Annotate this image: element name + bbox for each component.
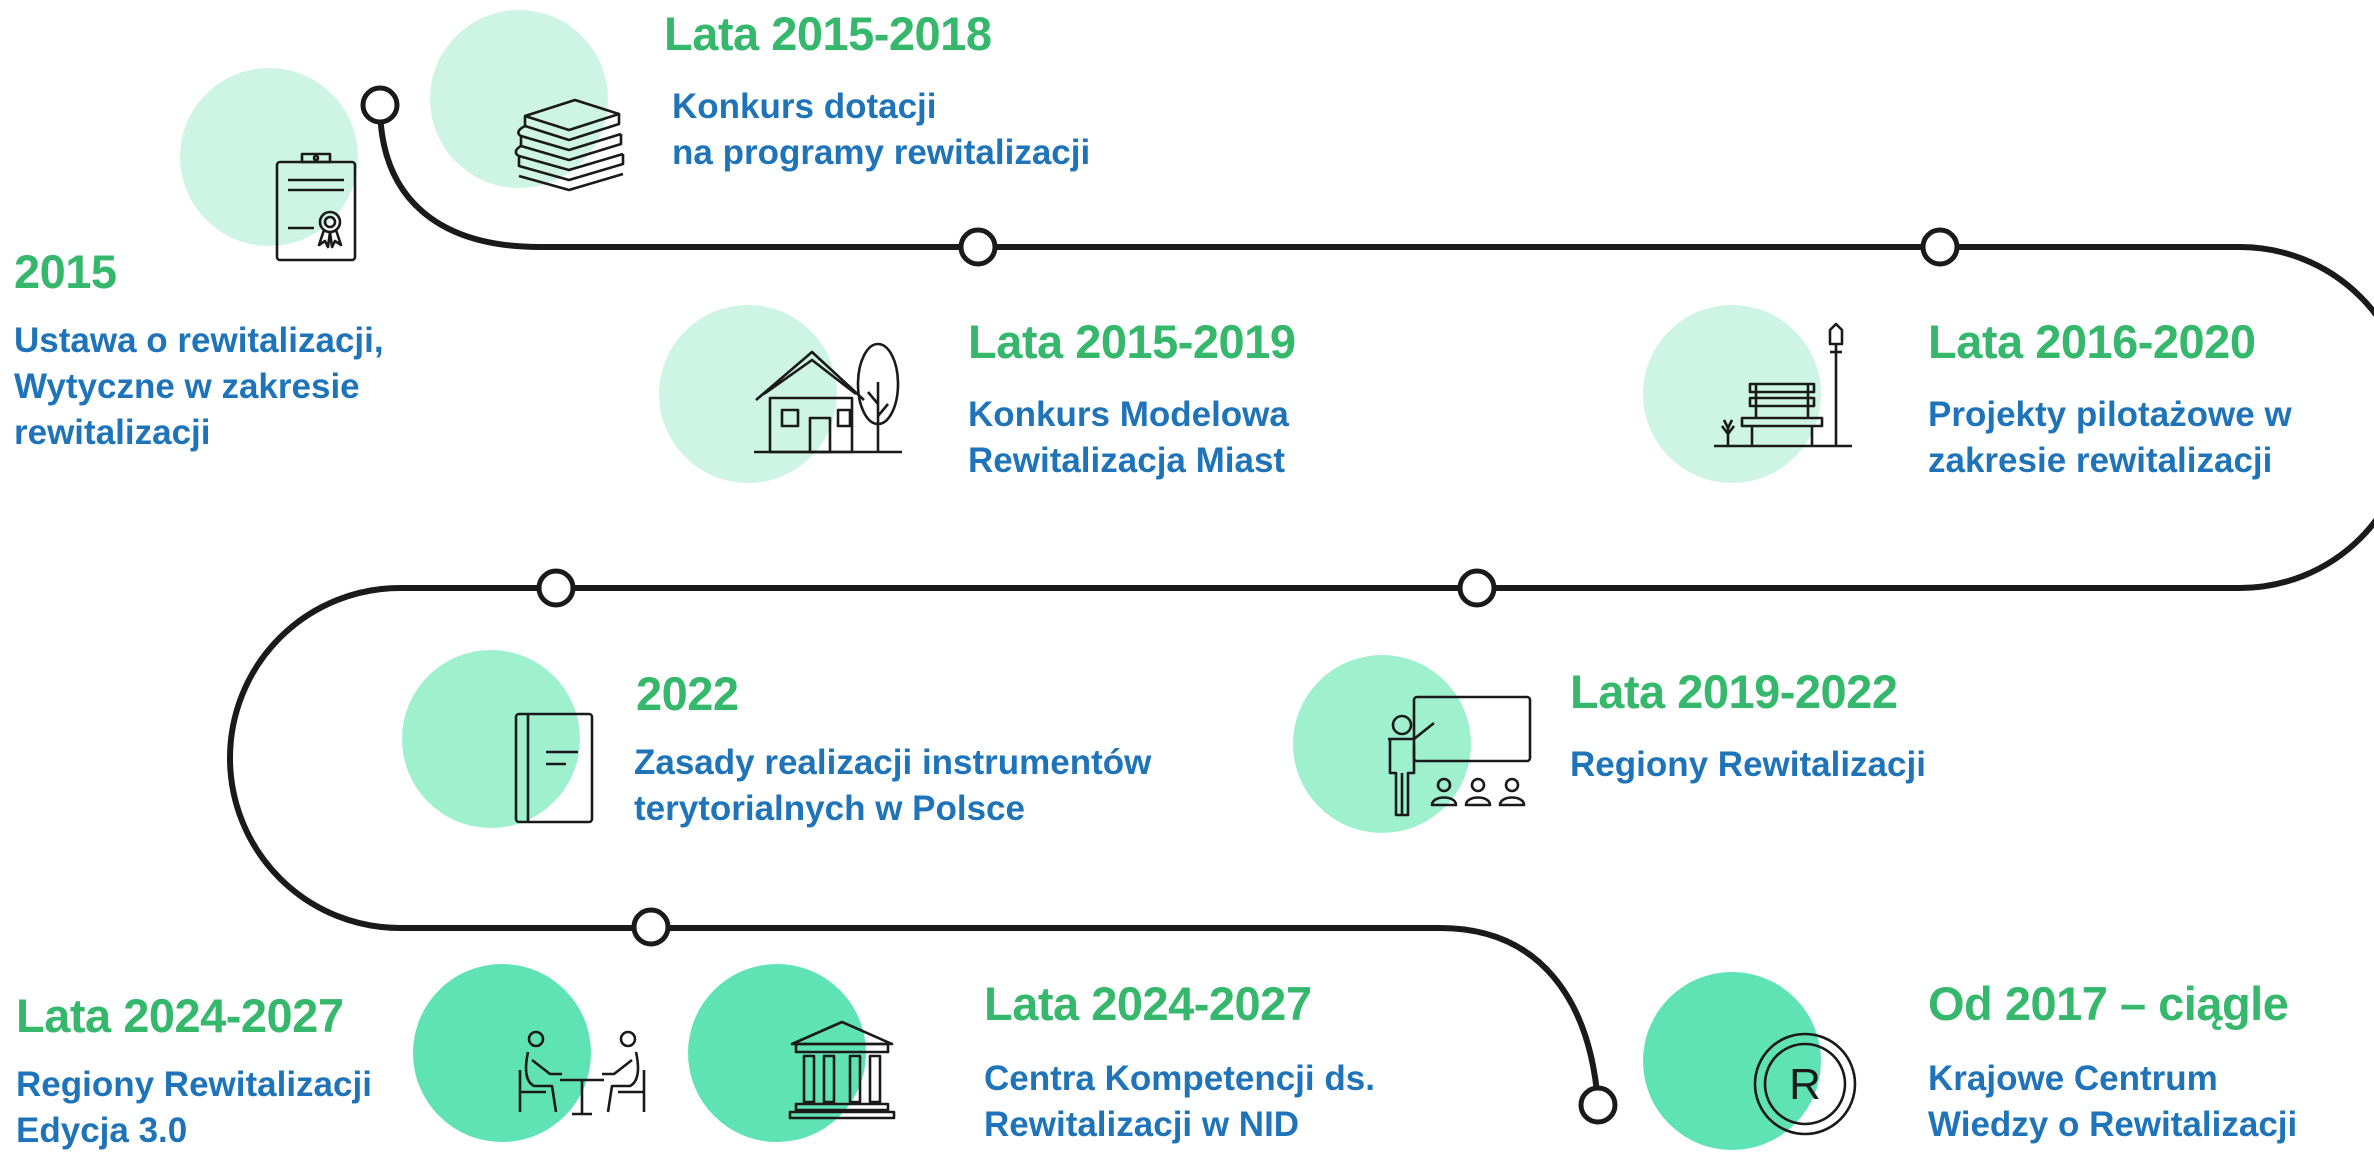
highlight-blob [1643, 972, 1821, 1150]
milestone-2017-ongoing: Od 2017 – ciągle Krajowe Centrum Wiedzy … [1928, 978, 2297, 1148]
registered-icon: R [1753, 1032, 1857, 1136]
milestone-description: Krajowe Centrum Wiedzy o Rewitalizacji [1928, 1059, 2298, 1144]
milestone-description: Konkurs dotacji na programy rewitalizacj… [672, 87, 1091, 172]
milestone-year: 2022 [636, 667, 739, 720]
milestone-2015-2019: Lata 2015-2019 Konkurs Modelowa Rewitali… [968, 315, 1296, 484]
institution-icon [788, 1020, 896, 1120]
milestone-2019-2022: Lata 2019-2022 Regiony Rewitalizacji [1570, 666, 1926, 788]
highlight-blob [1293, 655, 1471, 833]
milestone-description: Zasady realizacji instrumentów terytoria… [634, 743, 1152, 828]
highlight-blob [402, 650, 580, 828]
books-icon [514, 98, 625, 192]
timeline-node [958, 227, 998, 267]
timeline-node [1578, 1085, 1618, 1125]
timeline-node [1457, 568, 1497, 608]
milestone-year: Od 2017 – ciągle [1928, 977, 2289, 1030]
timeline-node [360, 85, 400, 125]
house-tree-icon [754, 342, 902, 454]
milestone-description: Centra Kompetencji ds. Rewitalizacji w N… [984, 1059, 1375, 1144]
milestone-description: Projekty pilotażowe w zakresie rewitaliz… [1928, 395, 2292, 480]
milestone-2015: 2015 Ustawa o rewitalizacji, Wytyczne w … [14, 246, 384, 456]
milestone-year: Lata 2019-2022 [1570, 665, 1898, 718]
milestone-description: Konkurs Modelowa Rewitalizacja Miast [968, 395, 1289, 480]
milestone-year: Lata 2015-2019 [968, 315, 1296, 368]
milestone-year: Lata 2024-2027 [984, 977, 1312, 1030]
presentation-icon [1388, 695, 1532, 817]
timeline-node [1920, 227, 1960, 267]
meeting-icon [518, 1030, 646, 1116]
notebook-icon [514, 712, 594, 824]
timeline-node [536, 568, 576, 608]
highlight-blob [413, 964, 591, 1142]
milestone-year: Lata 2015-2018 [664, 7, 992, 60]
timeline-node [631, 907, 671, 947]
milestone-description: Regiony Rewitalizacji Edycja 3.0 [16, 1065, 372, 1150]
milestone-2024-2027-nid: Lata 2024-2027 Centra Kompetencji ds. Re… [984, 978, 1375, 1148]
bench-lamp-icon [1714, 322, 1852, 448]
milestone-description: Ustawa o rewitalizacji, Wytyczne w zakre… [14, 321, 384, 452]
certificate-icon [275, 152, 357, 262]
milestone-2016-2020: Lata 2016-2020 Projekty pilotażowe w zak… [1928, 316, 2292, 484]
milestone-2015-2018: Lata 2015-2018 Konkurs dotacji na progra… [664, 8, 1090, 176]
svg-text:R: R [1789, 1060, 1821, 1109]
highlight-blob [659, 305, 837, 483]
milestone-2022: 2022 Zasady realizacji instrumentów tery… [634, 668, 1151, 832]
milestone-2024-2027-regions: Lata 2024-2027 Regiony Rewitalizacji Edy… [16, 990, 372, 1154]
milestone-description: Regiony Rewitalizacji [1570, 745, 1926, 784]
milestone-year: 2015 [14, 245, 117, 298]
milestone-year: Lata 2024-2027 [16, 989, 344, 1042]
milestone-year: Lata 2016-2020 [1928, 315, 2256, 368]
highlight-blob [1643, 305, 1821, 483]
